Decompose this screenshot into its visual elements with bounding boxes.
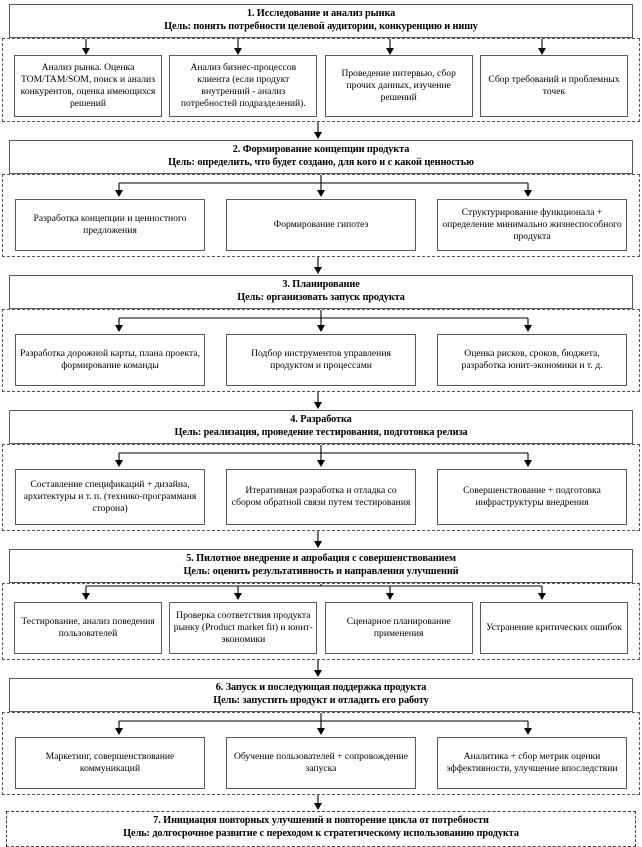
stage-2-title: 2. Формирование концепции продукта <box>232 144 410 155</box>
task-box: Анализ бизнес-процессов клиента (если пр… <box>169 55 318 117</box>
task-label: Сбор требований и проблемных точек <box>488 73 620 97</box>
stage-7-header: 7. Инициация повторных улучшений и повто… <box>6 811 636 847</box>
task-label: Формирование гипотез <box>273 218 369 230</box>
task-box: Устранение критических ошибок <box>479 602 628 654</box>
task-label: Проведение интервью, сбор прочих данных,… <box>341 67 456 104</box>
stage-1-header: 1. Исследование и анализ рынка Цель: пон… <box>9 4 633 38</box>
task-box: Анализ рынка. Оценка TOM/TAM/SOM, поиск … <box>14 55 162 117</box>
task-box: Итеративная разработка и отладка со сбор… <box>226 469 416 525</box>
stage-1: 1. Исследование и анализ рынка Цель: пон… <box>0 4 642 122</box>
stage-3-task-group: Разработка дорожной карты, плана проекта… <box>2 309 640 392</box>
stage-2: 2. Формирование концепции продукта Цель:… <box>0 140 642 257</box>
stage-5: 5. Пилотное внедрение и апробация с сове… <box>0 549 642 660</box>
task-box: Тестирование, анализ поведения пользоват… <box>14 602 162 654</box>
stage-5-header: 5. Пилотное внедрение и апробация с сове… <box>9 549 633 583</box>
stage-3-goal: Цель: организовать запуск продукта <box>237 291 405 303</box>
connector-stage-3-to-4 <box>0 392 642 410</box>
task-label: Структурирование функционала + определен… <box>442 206 622 243</box>
task-label: Устранение критических ошибок <box>486 621 622 633</box>
stage-4: 4. Разработка Цель: реализация, проведен… <box>0 410 642 531</box>
connector-stage-6-to-7 <box>0 795 642 811</box>
task-label: Совершенствование + подготовка инфрастру… <box>463 484 601 508</box>
task-label: Проверка соответствия продукта рынку (Pr… <box>173 609 313 646</box>
task-box: Разработка концепции и ценностного предл… <box>15 199 205 251</box>
task-label: Оценка рисков, сроков, бюджета, разработ… <box>461 347 603 371</box>
stage-5-title: 5. Пилотное внедрение и апробация с сове… <box>186 553 456 564</box>
stage-6-goal: Цель: запустить продукт и отладить его р… <box>213 694 429 706</box>
stage-3: 3. Планирование Цель: организовать запус… <box>0 275 642 392</box>
stage-6-title: 6. Запуск и последующая поддержка продук… <box>215 682 427 693</box>
stage-4-title: 4. Разработка <box>290 414 352 425</box>
stage-2-header: 2. Формирование концепции продукта Цель:… <box>9 140 633 174</box>
stage-4-task-group: Составление спецификаций + дизайна, архи… <box>2 444 640 531</box>
task-box: Составление спецификаций + дизайна, архи… <box>15 469 205 525</box>
task-label: Разработка дорожной карты, плана проекта… <box>20 347 200 371</box>
stage-6-header: 6. Запуск и последующая поддержка продук… <box>9 678 633 712</box>
task-box: Обучение пользователей + сопровождение з… <box>226 737 416 789</box>
connector-stage-2-to-3 <box>0 257 642 275</box>
task-box: Сбор требований и проблемных точек <box>479 55 628 117</box>
task-label: Разработка концепции и ценностного предл… <box>33 212 187 236</box>
connector-stage-4-to-5 <box>0 531 642 549</box>
stage-1-task-group: Анализ рынка. Оценка TOM/TAM/SOM, поиск … <box>2 38 640 122</box>
task-label: Анализ рынка. Оценка TOM/TAM/SOM, поиск … <box>20 61 156 110</box>
task-box: Маркетинг, совершенствование коммуникаци… <box>15 737 205 789</box>
task-label: Подбор инструментов управления продуктом… <box>251 347 391 371</box>
task-label: Тестирование, анализ поведения пользоват… <box>21 615 155 639</box>
stage-7-title: 7. Инициация повторных улучшений и повто… <box>153 815 489 826</box>
task-label: Обучение пользователей + сопровождение з… <box>233 750 409 774</box>
stage-4-header: 4. Разработка Цель: реализация, проведен… <box>9 410 633 444</box>
stage-2-goal: Цель: определить, что будет создано, для… <box>168 156 474 168</box>
task-box: Проверка соответствия продукта рынку (Pr… <box>169 602 318 654</box>
task-box: Разработка дорожной карты, плана проекта… <box>15 334 205 386</box>
stage-1-title: 1. Исследование и анализ рынка <box>246 8 396 19</box>
stage-3-title: 3. Планирование <box>282 279 360 290</box>
task-label: Итеративная разработка и отладка со сбор… <box>231 484 411 508</box>
stage-5-task-group: Тестирование, анализ поведения пользоват… <box>2 583 640 660</box>
task-label: Анализ бизнес-процессов клиента (если пр… <box>180 61 306 110</box>
task-box: Оценка рисков, сроков, бюджета, разработ… <box>437 334 627 386</box>
stage-2-task-group: Разработка концепции и ценностного предл… <box>2 174 640 257</box>
stage-6-task-group: Маркетинг, совершенствование коммуникаци… <box>2 712 640 795</box>
stage-1-goal: Цель: понять потребности целевой аудитор… <box>164 20 478 32</box>
connector-stage-5-to-6 <box>0 660 642 678</box>
stage-4-goal: Цель: реализация, проведение тестировани… <box>174 426 468 438</box>
stage-6: 6. Запуск и последующая поддержка продук… <box>0 678 642 795</box>
product-lifecycle-flowchart: 1. Исследование и анализ рынка Цель: пон… <box>0 4 642 847</box>
task-box: Сценарное планирование применения <box>324 602 473 654</box>
task-label: Аналитика + сбор метрик оценки эффективн… <box>446 750 618 774</box>
stage-7-goal: Цель: долгосрочное развитие с переходом … <box>123 827 519 839</box>
stage-5-goal: Цель: оценить результативность и направл… <box>183 565 459 577</box>
task-box: Структурирование функционала + определен… <box>437 199 627 251</box>
task-label: Маркетинг, совершенствование коммуникаци… <box>45 750 175 774</box>
task-box: Подбор инструментов управления продуктом… <box>226 334 416 386</box>
stage-3-header: 3. Планирование Цель: организовать запус… <box>9 275 633 309</box>
stage-7: 7. Инициация повторных улучшений и повто… <box>0 811 642 847</box>
connector-stage-1-to-2 <box>0 122 642 140</box>
task-box: Совершенствование + подготовка инфрастру… <box>437 469 627 525</box>
task-label: Составление спецификаций + дизайна, архи… <box>23 478 197 515</box>
task-box: Формирование гипотез <box>226 199 416 251</box>
task-box: Аналитика + сбор метрик оценки эффективн… <box>437 737 627 789</box>
task-box: Проведение интервью, сбор прочих данных,… <box>324 55 473 117</box>
task-label: Сценарное планирование применения <box>346 615 451 639</box>
